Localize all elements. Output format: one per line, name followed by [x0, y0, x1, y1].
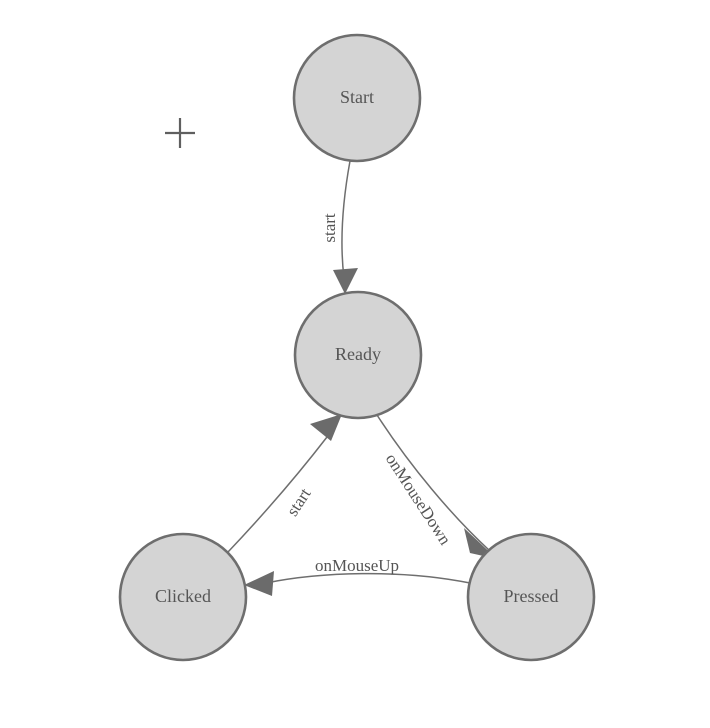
edge-label-pressed-to-clicked: onMouseUp: [315, 556, 399, 575]
edge-ready-to-pressed[interactable]: onMouseDown: [376, 414, 497, 559]
node-ready-circle[interactable]: [293, 290, 423, 420]
node-pressed[interactable]: Pressed: [466, 532, 596, 662]
edge-clicked-to-ready-path: [227, 436, 328, 553]
edge-pressed-to-clicked-arrowhead: [244, 571, 274, 596]
node-ready[interactable]: Ready: [293, 290, 423, 420]
edge-label-start-to-ready: start: [320, 213, 339, 243]
edge-clicked-to-ready[interactable]: start: [227, 414, 342, 553]
node-start[interactable]: Start: [292, 33, 422, 163]
edge-start-to-ready-path: [341, 160, 351, 279]
edge-pressed-to-clicked-path: [265, 572, 471, 584]
edge-start-to-ready-arrowhead: [333, 268, 358, 294]
edge-start-to-ready[interactable]: start: [320, 160, 358, 294]
node-pressed-circle[interactable]: [466, 532, 596, 662]
edge-clicked-to-ready-arrowhead: [310, 414, 342, 441]
edge-label-clicked-to-ready: start: [283, 484, 315, 519]
node-clicked[interactable]: Clicked: [118, 532, 248, 662]
edge-ready-to-pressed-path: [376, 414, 491, 552]
edge-pressed-to-clicked[interactable]: onMouseUp: [244, 556, 471, 596]
node-clicked-circle[interactable]: [118, 532, 248, 662]
node-start-circle[interactable]: [292, 33, 422, 163]
crosshair-icon: [165, 118, 195, 148]
edge-label-ready-to-pressed: onMouseDown: [382, 450, 455, 549]
